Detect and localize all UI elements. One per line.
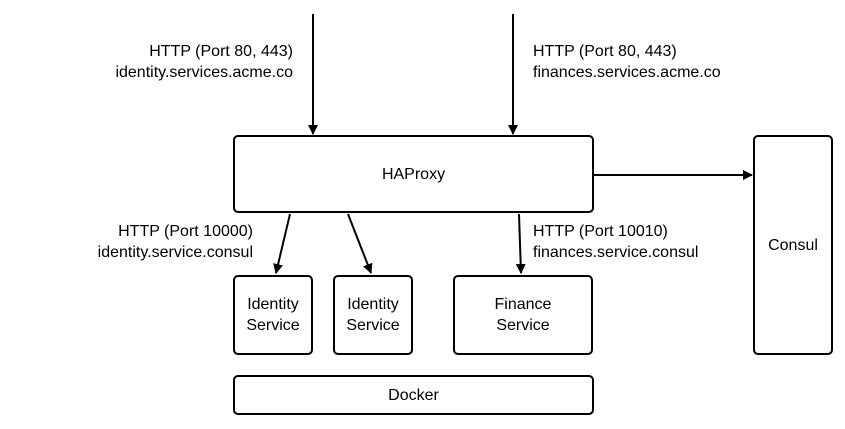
- identity-service-2-label: Identity Service: [346, 296, 400, 334]
- haproxy-node: HAProxy: [233, 135, 594, 213]
- finances-ingress-protocol: HTTP (Port 80, 443): [533, 43, 677, 60]
- docker-node: Docker: [233, 375, 594, 415]
- finances-ingress-host: finances.services.acme.co: [533, 64, 721, 81]
- identity-backend-protocol: HTTP (Port 10000): [118, 223, 253, 240]
- identity-ingress-label: HTTP (Port 80, 443) identity.services.ac…: [40, 41, 293, 83]
- finances-backend-label: HTTP (Port 10010) finances.service.consu…: [533, 221, 698, 263]
- finances-backend-protocol: HTTP (Port 10010): [533, 223, 668, 240]
- identity-ingress-host: identity.services.acme.co: [115, 64, 293, 81]
- identity-backend-label: HTTP (Port 10000) identity.service.consu…: [40, 221, 253, 263]
- finance-service-label: Finance Service: [494, 296, 552, 334]
- identity-backend-host: identity.service.consul: [97, 244, 253, 261]
- identity-service-1-label: Identity Service: [246, 296, 300, 334]
- haproxy-to-identity-service-2-arrow: [347, 213, 373, 274]
- haproxy-to-finance-service-arrow: [515, 213, 526, 274]
- finances-backend-host: finances.service.consul: [533, 244, 699, 261]
- haproxy-label: HAProxy: [381, 165, 446, 183]
- finance-service-node: Finance Service: [453, 275, 593, 355]
- identity-service-1-node: Identity Service: [233, 275, 313, 355]
- consul-label: Consul: [768, 236, 818, 254]
- identity-service-2-node: Identity Service: [333, 275, 413, 355]
- consul-node: Consul: [753, 135, 833, 355]
- docker-label: Docker: [388, 386, 439, 404]
- identity-ingress-protocol: HTTP (Port 80, 443): [149, 43, 293, 60]
- haproxy-to-identity-service-1-arrow: [273, 213, 291, 274]
- finances-ingress-label: HTTP (Port 80, 443) finances.services.ac…: [533, 41, 721, 83]
